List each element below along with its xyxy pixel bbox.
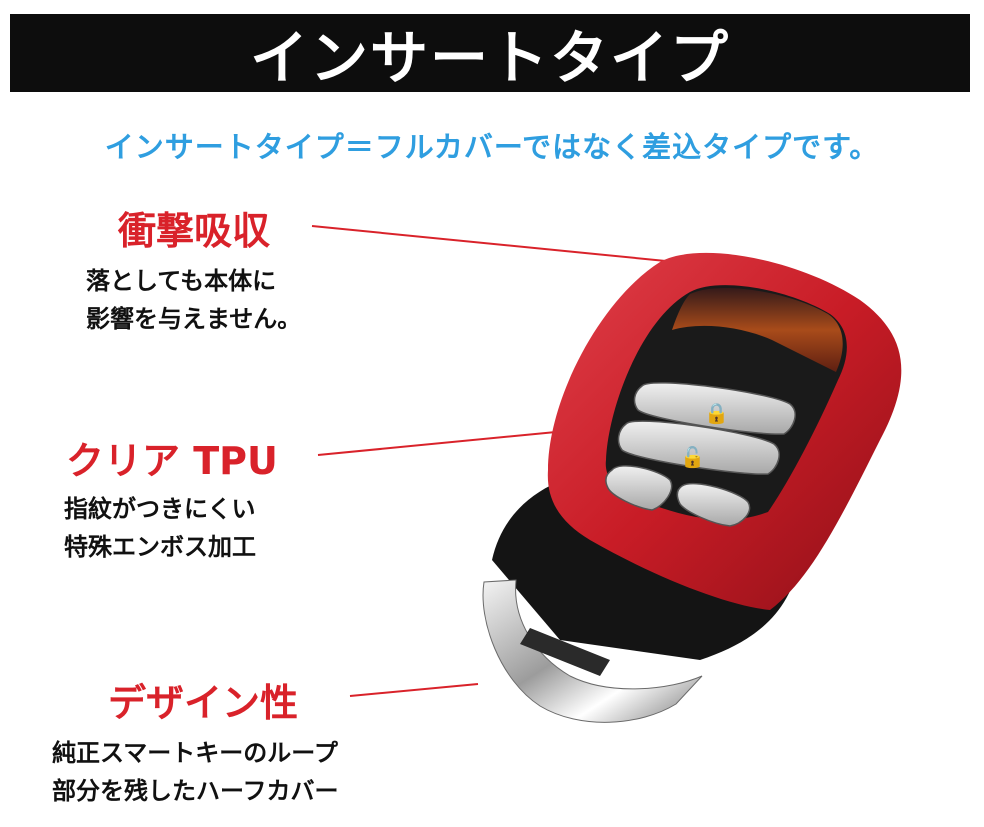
leader-line-design: [349, 683, 479, 697]
feature-text-line: 特殊エンボス加工: [64, 533, 256, 561]
feature-text-line: 落としても本体に: [86, 267, 277, 295]
feature-text-line: 指紋がつきにくい: [64, 495, 256, 523]
page-subtitle: インサートタイプ＝フルカバーではなく差込タイプです。: [104, 130, 880, 164]
key-button: [676, 482, 751, 527]
feature-title-design: デザイン性: [108, 681, 299, 725]
feature-description-shock-absorption: 落としても本体に 影響を与えません。: [86, 262, 301, 338]
feature-title-clear-tpu: クリア TPU: [66, 439, 278, 483]
feature-text-line: 純正スマートキーのループ: [52, 739, 338, 767]
key-button: [605, 465, 673, 511]
feature-description-design: 純正スマートキーのループ 部分を残したハーフカバー: [52, 734, 339, 810]
key-button: [633, 382, 796, 435]
lock-icon: 🔒: [704, 401, 729, 425]
leader-line-shock-absorption: [311, 225, 677, 263]
key-buttons: 🔒 🔓: [605, 382, 796, 527]
feature-text-line: 影響を与えません。: [86, 305, 302, 333]
page-banner: インサートタイプ: [10, 14, 970, 92]
banner-title: インサートタイプ: [249, 24, 730, 92]
leader-line-clear-tpu: [317, 431, 557, 456]
unlock-icon: 🔓: [680, 445, 705, 469]
feature-description-clear-tpu: 指紋がつきにくい 特殊エンボス加工: [64, 490, 256, 566]
key-button: [617, 420, 780, 475]
feature-title-shock-absorption: 衝撃吸収: [118, 209, 271, 253]
clear-window: [672, 287, 843, 372]
feature-text-line: 部分を残したハーフカバー: [52, 777, 339, 805]
